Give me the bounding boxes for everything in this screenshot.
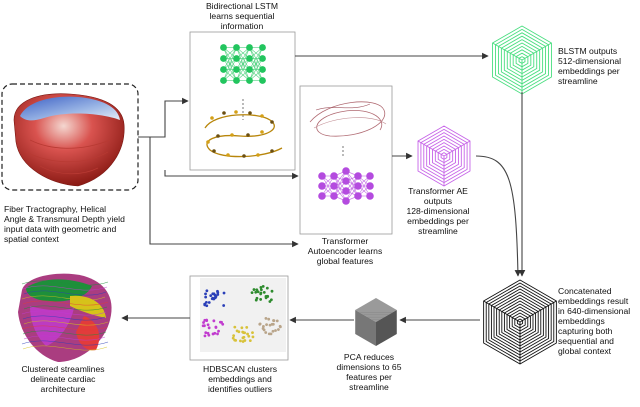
concat-embedding-cube <box>483 279 557 365</box>
hdbscan-caption: HDBSCAN clusters embeddings and identifi… <box>202 364 278 394</box>
clustered-caption: Clustered streamlines delineate cardiac … <box>21 364 105 394</box>
concat-caption: Concatenated embeddings result in 640-di… <box>558 286 631 356</box>
pca-caption: PCA reduces dimensions to 65 features pe… <box>336 352 402 392</box>
blstm-network-icon <box>220 44 266 84</box>
transformer-embedding-cube <box>417 125 471 187</box>
input-dashed-box <box>1 83 139 191</box>
blstm-output-caption: BLSTM outputs 512-dimensional embeddings… <box>558 46 622 86</box>
pca-cube <box>355 298 397 346</box>
transformer-title: Transformer Autoencoder learns global fe… <box>307 236 383 266</box>
transformer-streamline-icon <box>309 101 387 137</box>
arrows <box>121 52 526 324</box>
scatter-plot-icon <box>189 275 289 361</box>
clustered-heart-icon <box>18 273 112 362</box>
blstm-embedding-cube <box>492 25 552 95</box>
transformer-box <box>299 85 393 235</box>
transformer-output-caption: Transformer AE outputs 128-dimensional e… <box>406 186 470 236</box>
blstm-streamline-icon <box>204 110 283 158</box>
heart-tractography-icon <box>13 93 125 187</box>
blstm-title: Bidirectional LSTM learns sequential inf… <box>205 1 279 31</box>
input-caption: Fiber Tractography, Helical Angle & Tran… <box>4 204 125 244</box>
transformer-network-icon <box>318 167 374 205</box>
